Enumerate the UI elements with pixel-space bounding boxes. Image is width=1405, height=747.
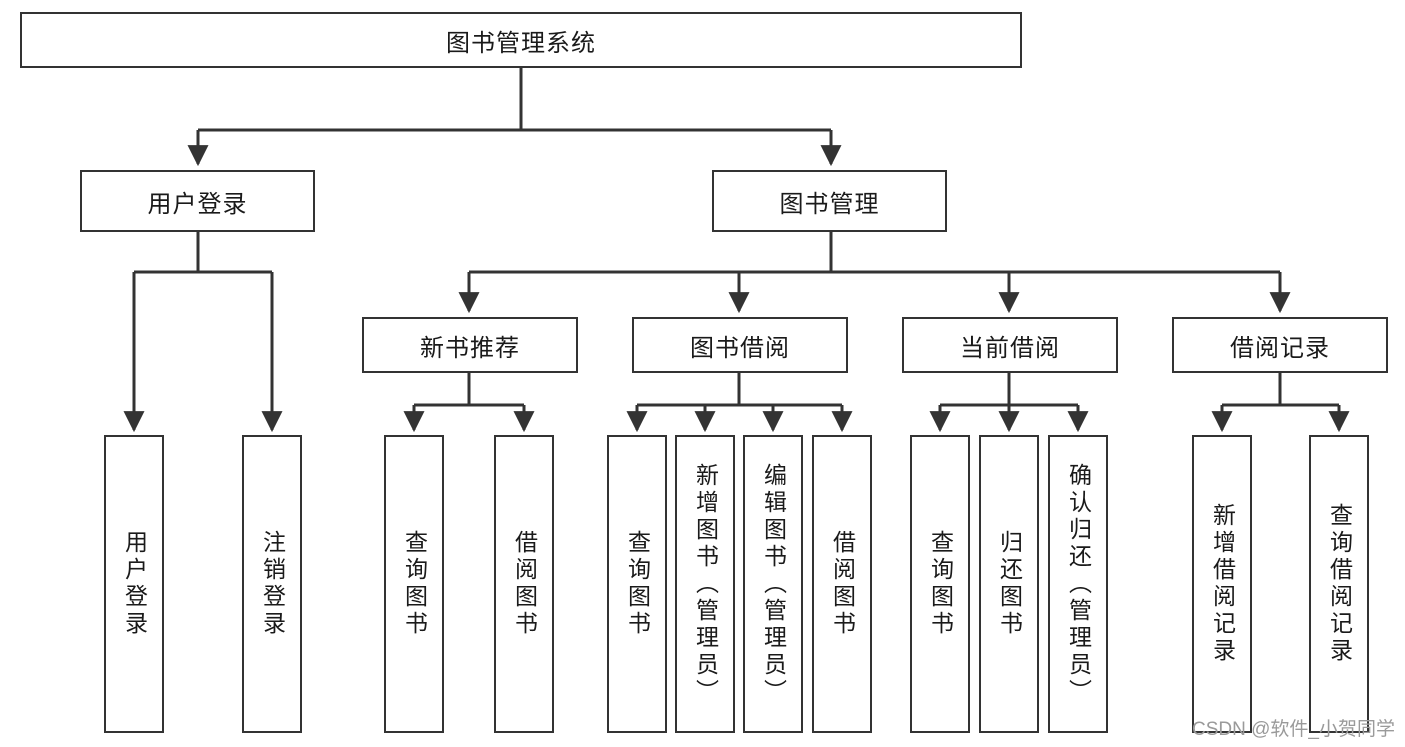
leaf-label: 注销登录 xyxy=(259,530,286,638)
leaf-label: 查询图书 xyxy=(624,530,651,638)
node-book-borrow-label: 图书借阅 xyxy=(690,334,790,362)
node-book-manage[interactable]: 图书管理 xyxy=(712,170,947,232)
leaf-current-borrow-return-book[interactable]: 归还图书 xyxy=(979,435,1039,733)
leaf-label: 借阅图书 xyxy=(511,530,538,638)
leaf-book-borrow-borrow-book[interactable]: 借阅图书 xyxy=(812,435,872,733)
leaf-borrow-record-add-record[interactable]: 新增借阅记录 xyxy=(1192,435,1252,733)
leaf-user-login-user-login[interactable]: 用户登录 xyxy=(104,435,164,733)
leaf-label: 查询借阅记录 xyxy=(1326,503,1353,665)
leaf-label: 编辑图书（管理员） xyxy=(760,462,787,706)
node-book-manage-label: 图书管理 xyxy=(779,190,880,218)
leaf-book-borrow-edit-book[interactable]: 编辑图书（管理员） xyxy=(743,435,803,733)
leaf-label: 用户登录 xyxy=(121,530,148,638)
leaf-label: 新增借阅记录 xyxy=(1209,503,1236,665)
leaf-label: 查询图书 xyxy=(401,530,428,638)
node-root-label: 图书管理系统 xyxy=(446,29,596,57)
node-new-book-recommend-label: 新书推荐 xyxy=(420,334,520,362)
leaf-current-borrow-confirm-return[interactable]: 确认归还（管理员） xyxy=(1048,435,1108,733)
leaf-label: 新增图书（管理员） xyxy=(692,462,719,706)
node-user-login-label: 用户登录 xyxy=(147,190,248,218)
leaf-label: 归还图书 xyxy=(996,530,1023,638)
leaf-book-borrow-query-book[interactable]: 查询图书 xyxy=(607,435,667,733)
leaf-label: 借阅图书 xyxy=(829,530,856,638)
node-new-book-recommend[interactable]: 新书推荐 xyxy=(362,317,578,373)
node-user-login[interactable]: 用户登录 xyxy=(80,170,315,232)
leaf-new-book-borrow-book[interactable]: 借阅图书 xyxy=(494,435,554,733)
leaf-current-borrow-query-book[interactable]: 查询图书 xyxy=(910,435,970,733)
leaf-borrow-record-query-record[interactable]: 查询借阅记录 xyxy=(1309,435,1369,733)
leaf-new-book-query-book[interactable]: 查询图书 xyxy=(384,435,444,733)
node-borrow-record-label: 借阅记录 xyxy=(1230,334,1330,362)
leaf-label: 确认归还（管理员） xyxy=(1065,462,1092,706)
node-current-borrow-label: 当前借阅 xyxy=(960,334,1060,362)
node-current-borrow[interactable]: 当前借阅 xyxy=(902,317,1118,373)
leaf-book-borrow-add-book[interactable]: 新增图书（管理员） xyxy=(675,435,735,733)
node-book-borrow[interactable]: 图书借阅 xyxy=(632,317,848,373)
leaf-user-login-logout[interactable]: 注销登录 xyxy=(242,435,302,733)
node-borrow-record[interactable]: 借阅记录 xyxy=(1172,317,1388,373)
node-root[interactable]: 图书管理系统 xyxy=(20,12,1022,68)
leaf-label: 查询图书 xyxy=(927,530,954,638)
watermark: CSDN @软件_小贺同学 xyxy=(1192,719,1395,740)
